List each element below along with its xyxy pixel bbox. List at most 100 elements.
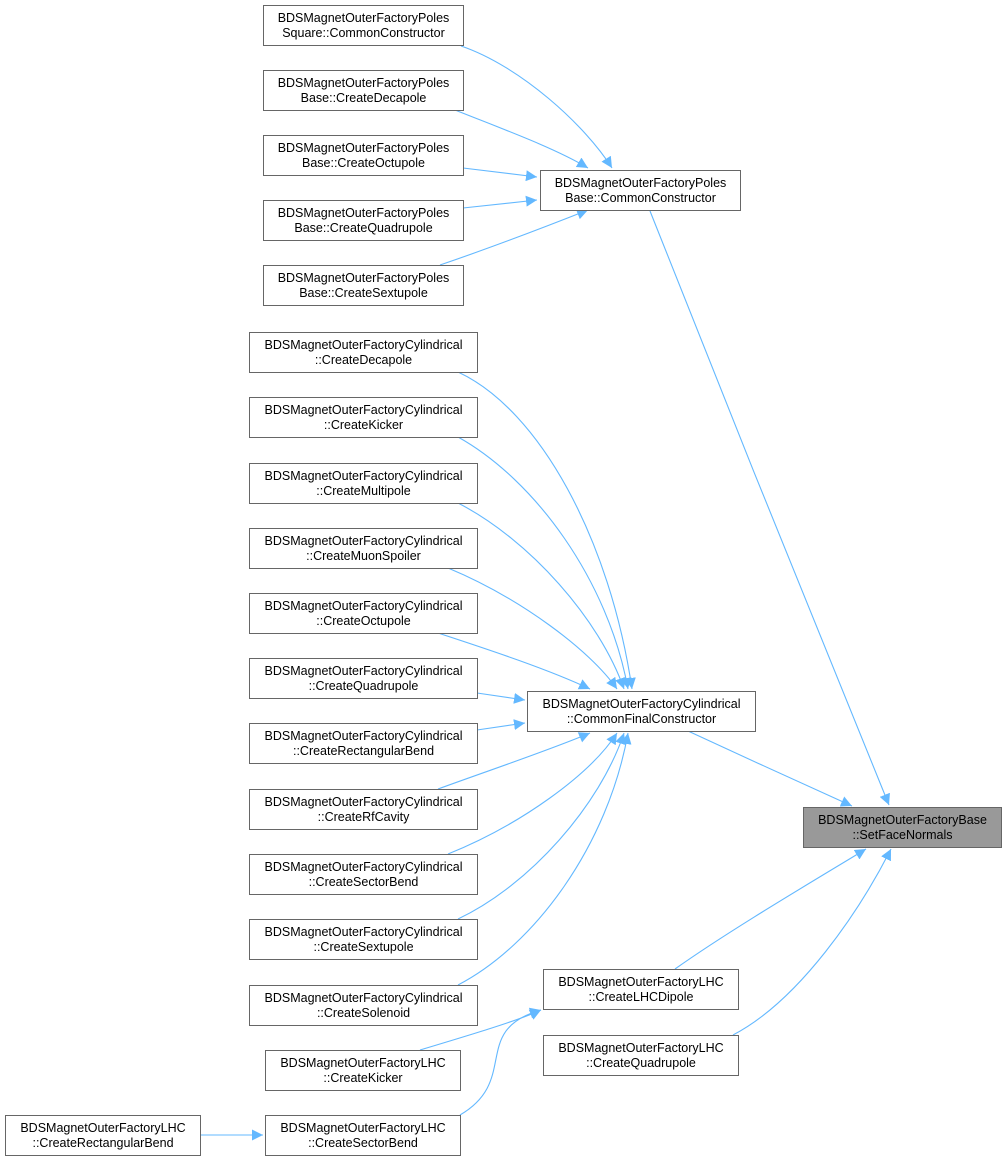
node-base-setfacenormals: BDSMagnetOuterFactoryBase::SetFaceNormal… [803, 807, 1002, 848]
node-label-line: ::CreateMuonSpoiler [306, 549, 421, 563]
node-label-line: BDSMagnetOuterFactoryLHC [20, 1121, 185, 1135]
node-lhc-quadrupole[interactable]: BDSMagnetOuterFactoryLHC::CreateQuadrupo… [543, 1035, 739, 1076]
node-label-line: BDSMagnetOuterFactoryCylindrical [543, 697, 741, 711]
node-label-line: ::CreateOctupole [316, 614, 411, 628]
node-label-line: ::CreateRectangularBend [293, 744, 434, 758]
edge-poles_base_decapole-to-poles_base_cc [454, 109, 589, 169]
node-lhc-kicker[interactable]: BDSMagnetOuterFactoryLHC::CreateKicker [265, 1050, 461, 1091]
node-label-line: Base::CreateSextupole [299, 286, 428, 300]
node-label-line: BDSMagnetOuterFactoryPoles [278, 271, 450, 285]
node-box [803, 807, 1002, 848]
node-box [249, 919, 478, 960]
node-label-line: ::CreateSectorBend [308, 1136, 418, 1150]
edge-lhc_dipole-to-base_setfacenormals [674, 848, 867, 970]
node-label-line: Base::CreateDecapole [301, 91, 427, 105]
node-cyl-cfc[interactable]: BDSMagnetOuterFactoryCylindrical::Common… [527, 691, 756, 732]
node-box [249, 397, 478, 438]
node-box [249, 985, 478, 1026]
node-label-line: ::CreateRectangularBend [32, 1136, 173, 1150]
node-box [263, 5, 464, 46]
node-poles-base-octupole[interactable]: BDSMagnetOuterFactoryPolesBase::CreateOc… [263, 135, 464, 176]
edge-cyl_rfcavity-to-cyl_cfc [437, 732, 591, 790]
node-label-line: BDSMagnetOuterFactoryPoles [278, 206, 450, 220]
node-cyl-rfcavity[interactable]: BDSMagnetOuterFactoryCylindrical::Create… [249, 789, 478, 830]
node-label-line: BDSMagnetOuterFactoryLHC [280, 1121, 445, 1135]
node-box [543, 969, 739, 1010]
node-label-line: Square::CommonConstructor [282, 26, 445, 40]
node-box [249, 658, 478, 699]
node-label-line: BDSMagnetOuterFactoryLHC [558, 975, 723, 989]
node-poles-base-cc[interactable]: BDSMagnetOuterFactoryPolesBase::CommonCo… [540, 170, 741, 211]
node-cyl-muonspoiler[interactable]: BDSMagnetOuterFactoryCylindrical::Create… [249, 528, 478, 569]
node-label-line: ::CreateMultipole [316, 484, 411, 498]
node-box [249, 528, 478, 569]
edge-cyl_muonspoiler-to-cyl_cfc [447, 567, 618, 690]
node-label-line: ::CommonFinalConstructor [567, 712, 716, 726]
node-label-line: BDSMagnetOuterFactoryCylindrical [265, 860, 463, 874]
node-box [540, 170, 741, 211]
node-label-line: BDSMagnetOuterFactoryLHC [280, 1056, 445, 1070]
node-lhc-rectbend[interactable]: BDSMagnetOuterFactoryLHC::CreateRectangu… [5, 1115, 201, 1156]
node-cyl-rectbend[interactable]: BDSMagnetOuterFactoryCylindrical::Create… [249, 723, 478, 764]
node-label-line: ::CreateRfCavity [318, 810, 410, 824]
edge-cyl_sectorbend-to-cyl_cfc [447, 732, 618, 855]
node-cyl-octupole[interactable]: BDSMagnetOuterFactoryCylindrical::Create… [249, 593, 478, 634]
node-label-line: BDSMagnetOuterFactoryCylindrical [265, 469, 463, 483]
node-label-line: BDSMagnetOuterFactoryPoles [278, 76, 450, 90]
edge-cyl_sextupole-to-cyl_cfc [457, 732, 626, 920]
edge-poles_square_cc-to-poles_base_cc [460, 45, 613, 169]
node-box [265, 1115, 461, 1156]
node-label-line: ::SetFaceNormals [852, 828, 952, 842]
node-label-line: BDSMagnetOuterFactoryCylindrical [265, 925, 463, 939]
node-label-line: BDSMagnetOuterFactoryPoles [555, 176, 727, 190]
node-label-line: BDSMagnetOuterFactoryCylindrical [265, 403, 463, 417]
edge-poles_base_cc-to-base_setfacenormals [649, 210, 890, 806]
node-cyl-kicker[interactable]: BDSMagnetOuterFactoryCylindrical::Create… [249, 397, 478, 438]
node-cyl-decapole[interactable]: BDSMagnetOuterFactoryCylindrical::Create… [249, 332, 478, 373]
node-label-line: BDSMagnetOuterFactoryCylindrical [265, 729, 463, 743]
node-label-line: BDSMagnetOuterFactoryCylindrical [265, 599, 463, 613]
node-cyl-solenoid[interactable]: BDSMagnetOuterFactoryCylindrical::Create… [249, 985, 478, 1026]
node-poles-base-decapole[interactable]: BDSMagnetOuterFactoryPolesBase::CreateDe… [263, 70, 464, 111]
node-label-line: BDSMagnetOuterFactoryCylindrical [265, 795, 463, 809]
edge-cyl_rectbend-to-cyl_cfc [476, 719, 526, 731]
edge-cyl_decapole-to-cyl_cfc [457, 371, 636, 690]
node-label-line: ::CreateSolenoid [317, 1006, 410, 1020]
node-label-line: BDSMagnetOuterFactoryCylindrical [265, 534, 463, 548]
node-box [265, 1050, 461, 1091]
node-label-line: ::CreateDecapole [315, 353, 412, 367]
node-box [249, 463, 478, 504]
node-cyl-sextupole[interactable]: BDSMagnetOuterFactoryCylindrical::Create… [249, 919, 478, 960]
node-cyl-quadrupole[interactable]: BDSMagnetOuterFactoryCylindrical::Create… [249, 658, 478, 699]
node-box [263, 70, 464, 111]
edge-poles_base_sextupole-to-poles_base_cc [439, 208, 589, 266]
node-box [543, 1035, 739, 1076]
node-label-line: BDSMagnetOuterFactoryPoles [278, 141, 450, 155]
node-label-line: ::CreateKicker [323, 1071, 402, 1085]
node-box [249, 593, 478, 634]
edge-cyl_solenoid-to-cyl_cfc [457, 732, 632, 986]
node-box [263, 200, 464, 241]
node-label-line: Base::CreateQuadrupole [294, 221, 432, 235]
node-label-line: BDSMagnetOuterFactoryPoles [278, 11, 450, 25]
node-label-line: ::CreateLHCDipole [589, 990, 694, 1004]
edge-cyl_octupole-to-cyl_cfc [437, 632, 591, 690]
node-poles-base-quadrupole[interactable]: BDSMagnetOuterFactoryPolesBase::CreateQu… [263, 200, 464, 241]
node-poles-base-sextupole[interactable]: BDSMagnetOuterFactoryPolesBase::CreateSe… [263, 265, 464, 306]
node-box [249, 332, 478, 373]
node-label-line: Base::CommonConstructor [565, 191, 716, 205]
node-label-line: Base::CreateOctupole [302, 156, 425, 170]
nodes-layer: BDSMagnetOuterFactoryPolesSquare::Common… [5, 5, 1002, 1156]
edge-cyl_cfc-to-base_setfacenormals [687, 730, 853, 807]
node-lhc-sectorbend[interactable]: BDSMagnetOuterFactoryLHC::CreateSectorBe… [265, 1115, 461, 1156]
edge-cyl_kicker-to-cyl_cfc [457, 436, 632, 690]
node-label-line: BDSMagnetOuterFactoryCylindrical [265, 664, 463, 678]
node-poles-square-cc[interactable]: BDSMagnetOuterFactoryPolesSquare::Common… [263, 5, 464, 46]
edges-layer [200, 45, 892, 1141]
node-cyl-multipole[interactable]: BDSMagnetOuterFactoryCylindrical::Create… [249, 463, 478, 504]
node-lhc-dipole[interactable]: BDSMagnetOuterFactoryLHC::CreateLHCDipol… [543, 969, 739, 1010]
node-cyl-sectorbend[interactable]: BDSMagnetOuterFactoryCylindrical::Create… [249, 854, 478, 895]
edge-lhc_sectorbend-to-lhc_dipole [459, 1007, 542, 1116]
edge-poles_base_octupole-to-poles_base_cc [462, 167, 538, 182]
